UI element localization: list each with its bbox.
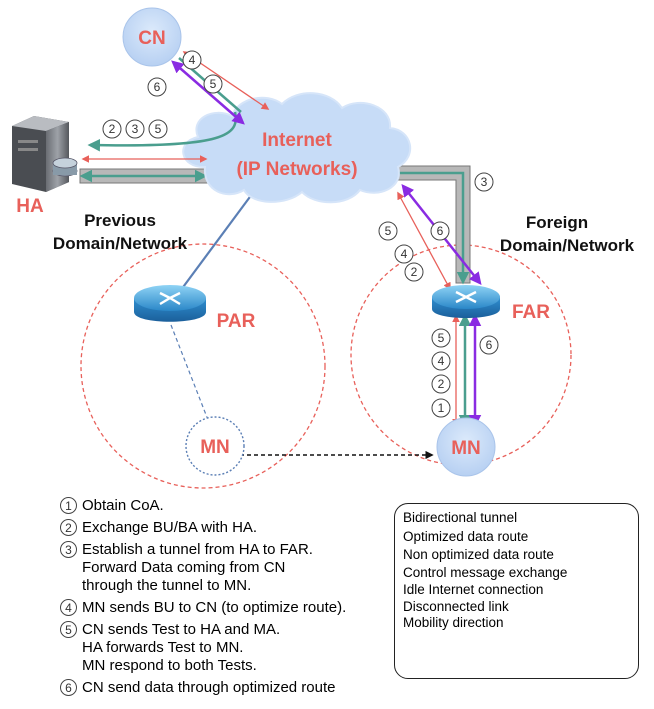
step-text: MN respond to both Tests. (82, 657, 257, 674)
previous-domain-circle (80, 243, 326, 489)
step-text: Exchange BU/BA with HA. (82, 519, 258, 536)
step-badge: 5 (378, 221, 398, 241)
foreign-domain-circle (350, 244, 572, 466)
svg-text:1: 1 (438, 401, 445, 415)
svg-text:3: 3 (481, 175, 488, 189)
step-badge: 5 (431, 328, 451, 348)
step-badge: 3 (125, 119, 145, 139)
step-item: 6 CN send data through optimized route (60, 679, 400, 697)
step-badge: 1 (431, 398, 451, 418)
cn-node (122, 7, 182, 67)
steps-list: 1 Obtain CoA. 2 Exchange BU/BA with HA. … (60, 497, 400, 701)
step-number: 3 (60, 541, 77, 558)
svg-text:5: 5 (210, 77, 217, 91)
step-text: through the tunnel to MN. (82, 577, 252, 594)
internet-label: Internet (262, 130, 332, 151)
step-number: 4 (60, 599, 77, 616)
step-text: CN send data through optimized route (82, 679, 336, 696)
legend-box: Bidirectional tunnel Optimized data rout… (394, 503, 639, 679)
legend-label: Disconnected link (403, 599, 509, 614)
par-router-icon (134, 285, 206, 322)
svg-text:5: 5 (385, 224, 392, 238)
legend-label: Mobility direction (403, 615, 504, 630)
step-badge: 4 (431, 351, 451, 371)
step-text: Obtain CoA. (82, 497, 164, 514)
svg-text:4: 4 (401, 247, 408, 261)
legend-label: Non optimized data route (403, 547, 554, 562)
step-badge: 6 (430, 221, 450, 241)
foreign-domain-label: Foreign (526, 213, 588, 232)
step-number: 2 (60, 519, 77, 536)
step-badge: 6 (479, 335, 499, 355)
svg-text:2: 2 (411, 265, 418, 279)
ha-server-icon (12, 116, 78, 192)
step-badge: 5 (148, 119, 168, 139)
disconnected-link (170, 324, 211, 426)
previous-domain-label-2: Domain/Network (53, 234, 188, 253)
svg-text:2: 2 (438, 377, 445, 391)
step-text: Forward Data coming from CN (82, 559, 286, 576)
step-badge: 4 (394, 244, 414, 264)
svg-text:6: 6 (486, 338, 493, 352)
step-number: 6 (60, 679, 77, 696)
previous-domain-label: Previous (84, 211, 156, 230)
step-badge: 6 (147, 77, 167, 97)
svg-text:2: 2 (109, 122, 116, 136)
step-text: HA forwards Test to MN. (82, 639, 244, 656)
step-badge: 3 (474, 172, 494, 192)
step-badge: 2 (404, 262, 424, 282)
foreign-domain-label-2: Domain/Network (500, 236, 635, 255)
internet-sublabel: (IP Networks) (236, 159, 357, 180)
step-item: 2 Exchange BU/BA with HA. (60, 519, 400, 537)
legend-label: Bidirectional tunnel (403, 510, 518, 525)
far-router-icon (432, 285, 500, 318)
idle-internet-link (174, 185, 259, 299)
svg-text:6: 6 (437, 224, 444, 238)
mn-current-node (436, 417, 496, 477)
step-badge: 2 (431, 374, 451, 394)
step-number: 1 (60, 497, 77, 514)
step-item: 4 MN sends BU to CN (to optimize route). (60, 599, 400, 617)
svg-text:3: 3 (132, 122, 139, 136)
step-item: 1 Obtain CoA. (60, 497, 400, 515)
svg-text:4: 4 (189, 53, 196, 67)
step-badge: 4 (182, 50, 202, 70)
cloud-far-control-arrow (397, 191, 451, 291)
far-label: FAR (512, 302, 550, 323)
svg-text:5: 5 (155, 122, 162, 136)
step-item: 5 CN sends Test to HA and MA. HA forward… (60, 621, 400, 675)
svg-text:5: 5 (438, 331, 445, 345)
mn-previous-label: MN (200, 437, 230, 458)
step-text: MN sends BU to CN (to optimize route). (82, 599, 347, 616)
step-text: CN sends Test to HA and MA. (82, 621, 281, 638)
legend-label: Control message exchange (403, 565, 568, 580)
step-badge: 5 (203, 74, 223, 94)
cn-label: CN (138, 28, 165, 49)
svg-text:6: 6 (154, 80, 161, 94)
mn-previous-node (185, 416, 245, 476)
ha-label: HA (16, 196, 44, 217)
step-item: 3 Establish a tunnel from HA to FAR. For… (60, 541, 400, 595)
svg-text:4: 4 (438, 354, 445, 368)
step-number: 5 (60, 621, 77, 638)
legend-label: Optimized data route (403, 529, 529, 544)
step-text: Establish a tunnel from HA to FAR. (82, 541, 313, 558)
par-label: PAR (217, 311, 256, 332)
legend-label: Idle Internet connection (403, 582, 544, 597)
step-badge: 2 (102, 119, 122, 139)
mn-current-label: MN (451, 438, 481, 459)
